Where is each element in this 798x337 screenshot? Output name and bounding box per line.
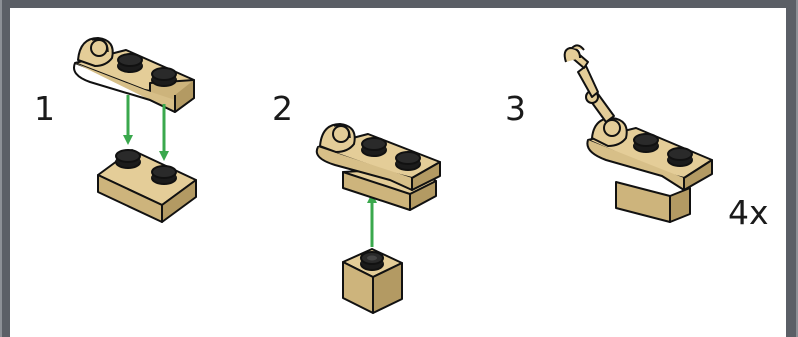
step-number-2: 2 — [272, 89, 293, 128]
quantity-multiplier: 4x — [728, 193, 769, 232]
step1-bottom-plate — [97, 149, 197, 223]
step1-top-plate-with-clip — [73, 37, 195, 113]
frame-right-edge — [786, 0, 798, 337]
step2-clip-plate-assembly — [315, 123, 441, 211]
step-number-3: 3 — [505, 89, 526, 128]
step3-robot-arm-assembly — [563, 44, 713, 223]
frame-left-edge — [0, 0, 10, 337]
step-number-1: 1 — [34, 89, 55, 128]
step2-brick-1x1 — [342, 248, 403, 314]
